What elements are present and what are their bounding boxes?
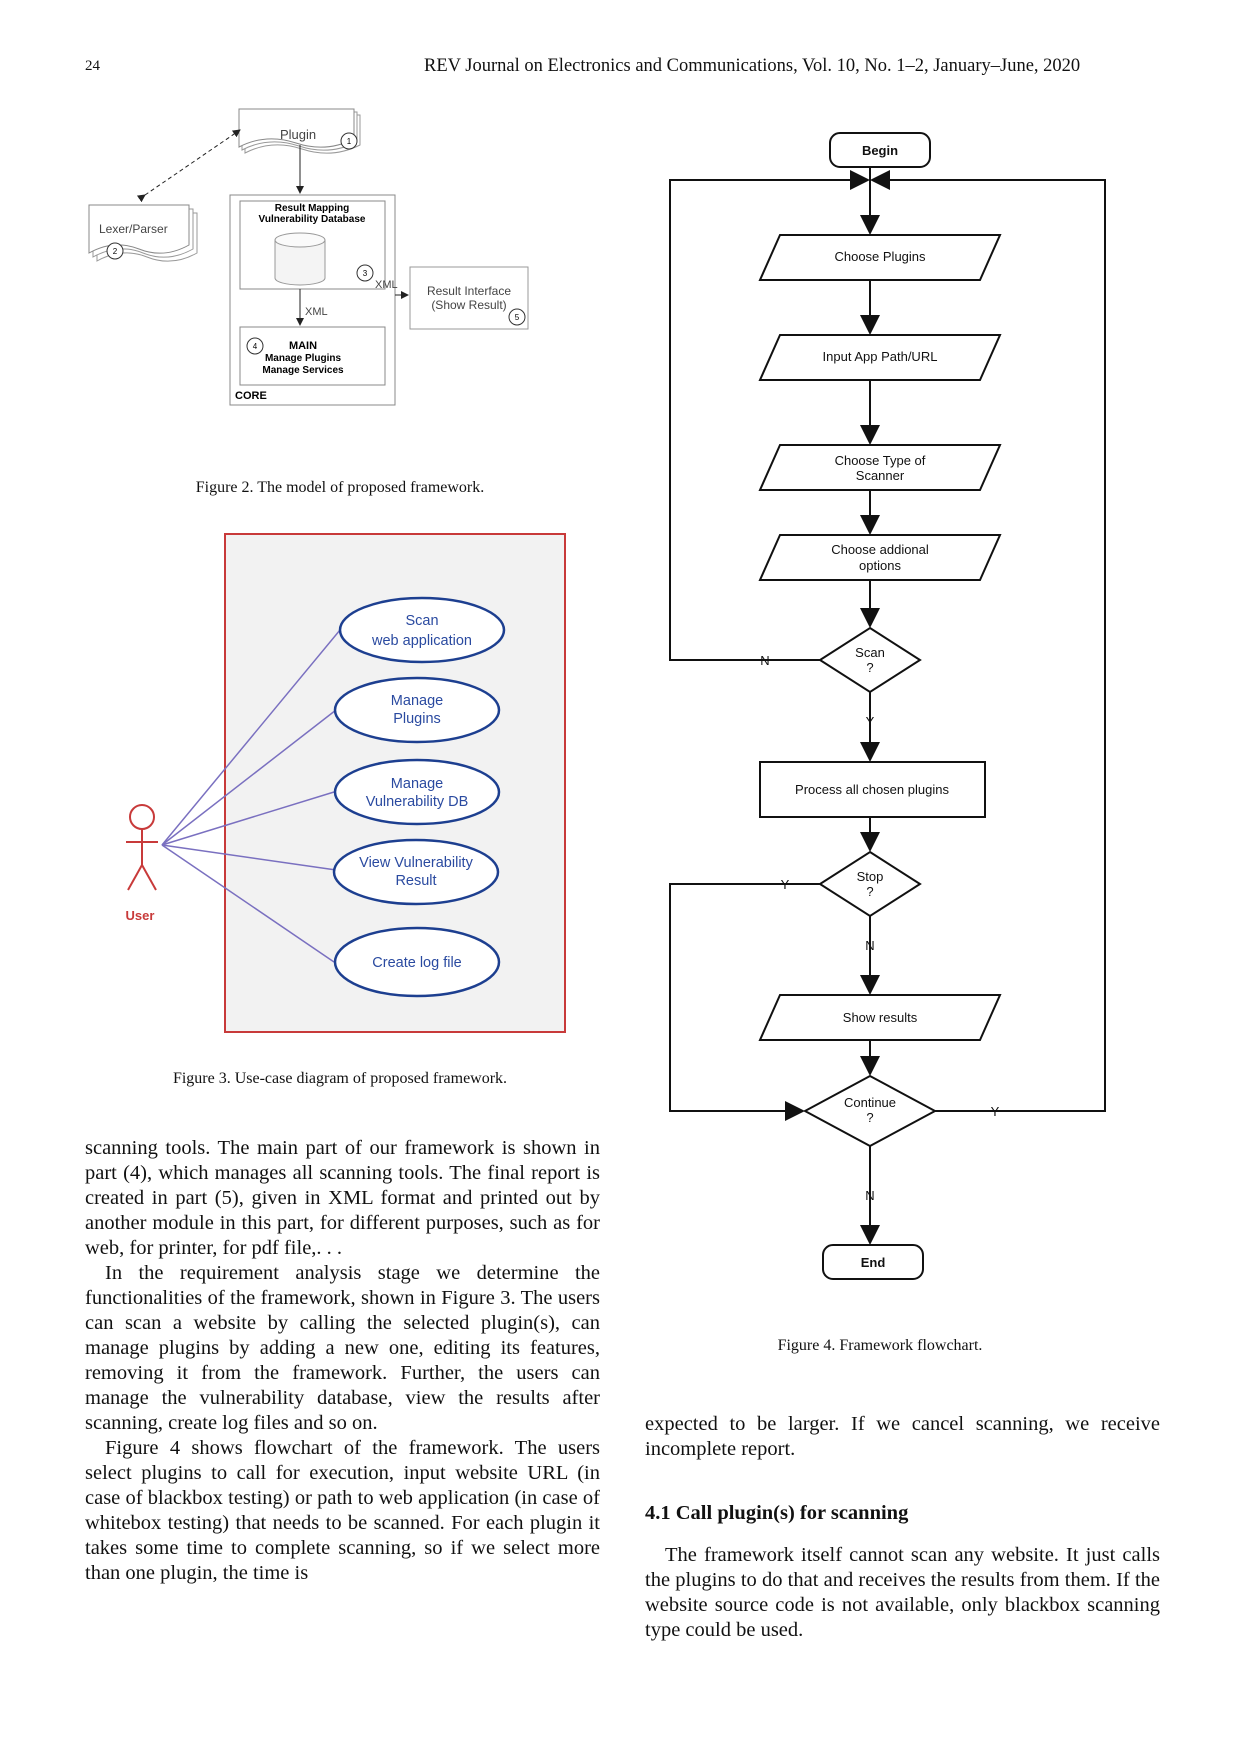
result-line-2: (Show Result)	[431, 298, 506, 312]
figure-4-flowchart: Begin Choose Plugins Input App Path/URL …	[669, 132, 1106, 1280]
figure-3-use-case-diagram: User Scan web application Manage Plugins…	[126, 533, 566, 1033]
use-case-manage-plugins: Manage Plugins	[333, 676, 501, 744]
xml-right-label: XML	[375, 279, 398, 291]
scan-label-2: ?	[866, 660, 873, 675]
figure-2-caption: Figure 2. The model of proposed framewor…	[195, 479, 485, 496]
options-node	[758, 534, 1002, 581]
scan-n-label: N	[760, 653, 769, 668]
running-header: REV Journal on Electronics and Communica…	[424, 56, 1081, 76]
stop-label-2: ?	[866, 884, 873, 899]
use-case-manage-db: Manage Vulnerability DB	[333, 758, 501, 826]
stop-label-1: Stop	[857, 869, 884, 884]
cont-label-2: ?	[866, 1110, 873, 1125]
svg-text:Create log file: Create log file	[372, 955, 461, 971]
begin-label: Begin	[862, 143, 898, 158]
page-number: 24	[85, 58, 100, 74]
paragraph: Figure 4 shows flowchart of the framewor…	[85, 1437, 600, 1584]
lexer-label: Lexer/Parser	[99, 222, 168, 236]
left-column-text: scanning tools. The main part of our fra…	[85, 1136, 600, 1586]
main-line-2: Manage Services	[262, 365, 344, 376]
section-heading: 4.1 Call plugin(s) for scanning	[645, 1502, 909, 1524]
type-label-1: Choose Type of	[835, 453, 926, 468]
scan-label-1: Scan	[855, 645, 885, 660]
scan-y-label: Y	[866, 714, 875, 729]
use-case-create-log: Create log file	[333, 926, 501, 998]
right-column-text: expected to be larger. If we cancel scan…	[645, 1412, 1160, 1462]
main-label: MAIN	[289, 340, 317, 352]
process-label: Process all chosen plugins	[795, 782, 949, 797]
show-label: Show results	[843, 1010, 918, 1025]
cont-n-label: N	[865, 1188, 874, 1203]
show-results-node	[758, 994, 1002, 1041]
figure-3-caption: Figure 3. Use-case diagram of proposed f…	[172, 1070, 508, 1087]
n3: 3	[363, 269, 368, 278]
cont-label-1: Continue	[844, 1095, 896, 1110]
result-interface-box	[409, 266, 529, 330]
opt-label-2: options	[859, 558, 901, 573]
begin-node	[829, 132, 931, 168]
stop-n-label: N	[865, 938, 874, 953]
type-label-2: Scanner	[856, 468, 905, 483]
paragraph: scanning tools. The main part of our fra…	[85, 1137, 600, 1259]
end-node	[822, 1244, 924, 1280]
user-actor-icon	[126, 804, 158, 891]
core-label: CORE	[235, 390, 267, 402]
opt-label-1: Choose addional	[831, 542, 929, 557]
n1: 1	[347, 137, 352, 146]
type-node	[758, 444, 1002, 491]
figure-2-framework-model: Plugin 1 Lexer/Parser 2 Result Mapping V…	[88, 108, 529, 406]
result-line-1: Result Interface	[427, 284, 511, 298]
input-label: Input App Path/URL	[823, 349, 938, 364]
svg-text:web application: web application	[371, 633, 472, 649]
paragraph: expected to be larger. If we cancel scan…	[645, 1413, 1160, 1460]
plugin-label: Plugin	[280, 127, 316, 142]
stop-y-label: Y	[781, 877, 790, 892]
cont-y-label: Y	[991, 1104, 1000, 1119]
db-title-2: Vulnerability Database	[259, 214, 366, 225]
svg-text:Manage: Manage	[391, 776, 443, 792]
svg-text:Manage: Manage	[391, 693, 443, 709]
use-case-scan: Scan web application	[338, 596, 506, 664]
svg-text:Result: Result	[395, 873, 436, 889]
paragraph: The framework itself cannot scan any web…	[645, 1544, 1160, 1641]
paragraph: In the requirement analysis stage we det…	[85, 1262, 600, 1434]
database-icon	[274, 232, 326, 286]
process-node	[759, 761, 986, 818]
svg-text:Plugins: Plugins	[393, 711, 441, 727]
use-case-view-result: View Vulnerability Result	[332, 838, 500, 906]
end-label: End	[861, 1255, 886, 1270]
n2: 2	[113, 247, 118, 256]
main-line-1: Manage Plugins	[265, 353, 342, 364]
xml-down-label: XML	[305, 306, 328, 318]
n4: 4	[253, 342, 258, 351]
figure-4-caption: Figure 4. Framework flowchart.	[777, 1337, 983, 1354]
svg-text:View Vulnerability: View Vulnerability	[359, 855, 473, 871]
db-title-1: Result Mapping	[275, 203, 349, 214]
choose-plugins-node	[758, 234, 1002, 281]
plugin-document-icon	[238, 108, 361, 154]
n5: 5	[515, 313, 520, 322]
svg-text:Scan: Scan	[405, 613, 438, 629]
choose-plugins-label: Choose Plugins	[834, 249, 926, 264]
actor-label: User	[126, 908, 155, 923]
right-column-text-2: The framework itself cannot scan any web…	[645, 1543, 1160, 1643]
svg-text:Vulnerability DB: Vulnerability DB	[366, 794, 469, 810]
input-node	[758, 334, 1002, 381]
